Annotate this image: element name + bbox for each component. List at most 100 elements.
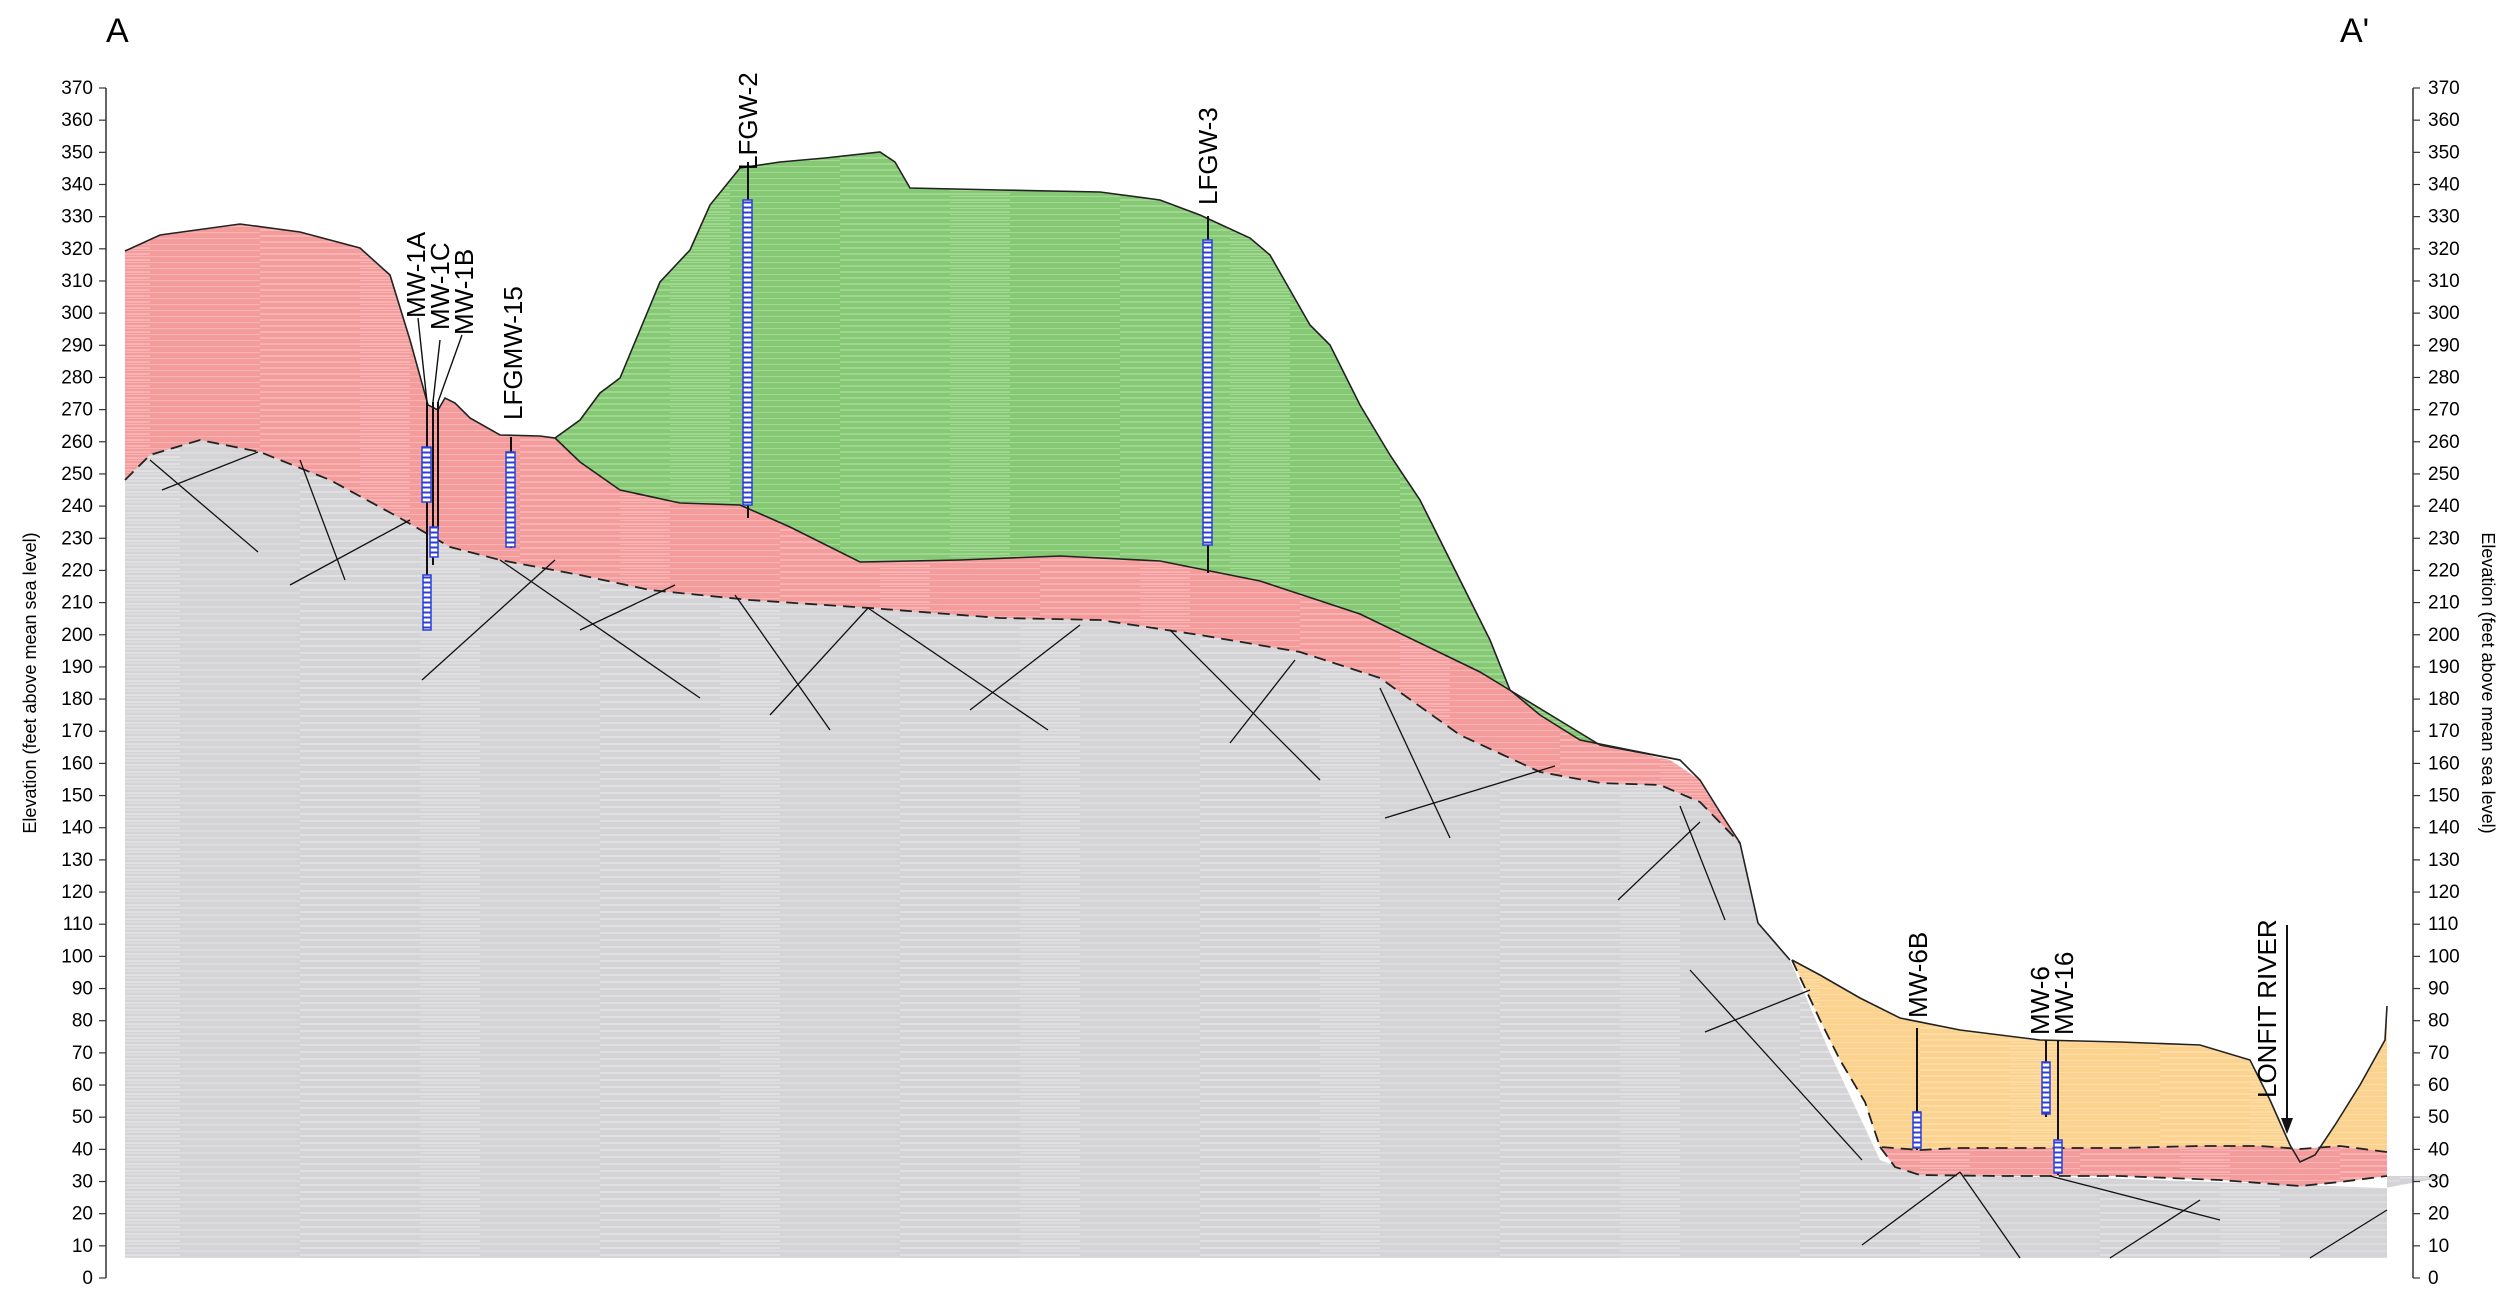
fracture-line [1679,805,1726,921]
left-tick-label: 70 [72,1043,93,1064]
right-axis: 0102030405060708090100110120130140150160… [2412,78,2498,1289]
left-axis-title: Elevation (feet above mean sea level) [20,532,40,833]
right-tick-label: 270 [2428,400,2460,421]
section-end-label: A' [2340,12,2369,50]
bedrock-contact-lower [1879,1146,2388,1187]
right-tick-label: 150 [2428,786,2460,807]
well-screen [742,199,753,506]
right-tick-label: 110 [2428,914,2458,935]
left-tick-label: 110 [63,914,93,935]
right-tick-label: 180 [2428,689,2460,710]
left-tick-label: 20 [72,1204,93,1225]
right-tick-label: 290 [2428,335,2460,356]
fracture-line [579,584,676,631]
left-tick-label: 160 [61,753,93,774]
left-tick-label: 330 [61,207,93,228]
left-axis-ticks: 0102030405060708090100110120130140150160… [61,78,106,1289]
left-tick-label: 120 [61,882,93,903]
pink-unit-upper [125,224,1740,843]
alluvium-base-contact [1791,959,2388,1153]
left-tick-label: 300 [61,303,93,324]
left-tick-label: 240 [61,496,93,517]
left-tick-label: 250 [61,464,93,485]
fracture-line [1169,629,1321,781]
right-tick-label: 20 [2428,1204,2449,1225]
right-tick-label: 230 [2428,528,2460,549]
right-tick-label: 160 [2428,753,2460,774]
right-tick-label: 320 [2428,239,2460,260]
left-tick-label: 200 [61,625,93,646]
right-tick-label: 250 [2428,464,2460,485]
right-tick-label: 300 [2428,303,2460,324]
fracture-line [1617,821,1701,901]
fracture-line [1384,765,1556,819]
ground-surface-right [1791,959,2388,1164]
left-tick-label: 360 [61,110,93,131]
well-screen [429,526,439,558]
right-tick-label: 50 [2428,1107,2449,1128]
mw1a-leader [417,317,428,403]
right-tick-label: 280 [2428,367,2460,388]
pink-green-contact [554,437,1681,761]
fracture-line [1959,1171,2021,1259]
well-label-lfgw3: LFGW-3 [1193,107,1223,205]
right-tick-label: 10 [2428,1236,2449,1257]
well-screen [1912,1111,1922,1149]
left-tick-label: 90 [72,979,93,1000]
left-tick-label: 320 [61,239,93,260]
right-tick-label: 170 [2428,721,2460,742]
river-arrow-head-icon [2281,1118,2293,1134]
right-tick-label: 200 [2428,625,2460,646]
left-tick-label: 60 [72,1075,93,1096]
ground-surface-left [124,151,1791,961]
fracture-line [1861,1171,1961,1246]
right-tick-label: 260 [2428,432,2460,453]
well-label-mw16: MW-16 [2049,952,2079,1035]
river-marker: LONFIT RIVER [2252,919,2293,1134]
right-tick-label: 60 [2428,1075,2449,1096]
left-tick-label: 280 [61,367,93,388]
left-axis: 0102030405060708090100110120130140150160… [20,78,107,1289]
well-screen [2041,1061,2051,1115]
left-tick-label: 370 [61,78,93,99]
well-label-mw1b: MW-1B [449,249,479,335]
fracture-line [161,451,259,491]
fracture-line [421,559,556,681]
right-tick-label: 120 [2428,882,2460,903]
right-tick-label: 210 [2428,593,2460,614]
right-tick-label: 140 [2428,818,2460,839]
geologic-contacts [124,151,2388,1187]
bedrock-unit [125,440,2450,1258]
fracture-line [969,624,1081,711]
right-tick-label: 130 [2428,850,2460,871]
fracture-line [2049,1175,2221,1221]
river-label: LONFIT RIVER [2252,919,2282,1098]
fracture-line [2309,1209,2388,1259]
fracture-line [149,459,259,553]
right-tick-label: 190 [2428,657,2460,678]
bedrock-fractures [149,451,2388,1259]
fracture-line [289,519,411,586]
right-tick-label: 360 [2428,110,2460,131]
well-screen [422,574,432,631]
geologic-units [125,152,2450,1258]
well-screen [505,451,516,548]
left-tick-label: 350 [61,142,93,163]
right-tick-label: 350 [2428,142,2460,163]
right-axis-ticks: 0102030405060708090100110120130140150160… [2413,78,2460,1289]
fracture-line [2109,1199,2201,1259]
right-tick-label: 330 [2428,207,2460,228]
left-tick-label: 100 [61,946,93,967]
left-tick-label: 30 [72,1172,93,1193]
well-labels: MW-1A MW-1C MW-1B LFGMW-15 LFGW-2 LFGW-3… [401,72,2079,1035]
right-tick-label: 100 [2428,946,2460,967]
left-tick-label: 150 [61,786,93,807]
fracture-line [499,559,701,699]
left-tick-label: 270 [61,400,93,421]
right-tick-label: 80 [2428,1011,2449,1032]
green-unit [555,152,1680,760]
fracture-line [1689,969,1863,1161]
well-label-lfgmw15: LFGMW-15 [498,286,528,420]
right-tick-label: 30 [2428,1172,2449,1193]
fracture-line [867,607,1049,731]
